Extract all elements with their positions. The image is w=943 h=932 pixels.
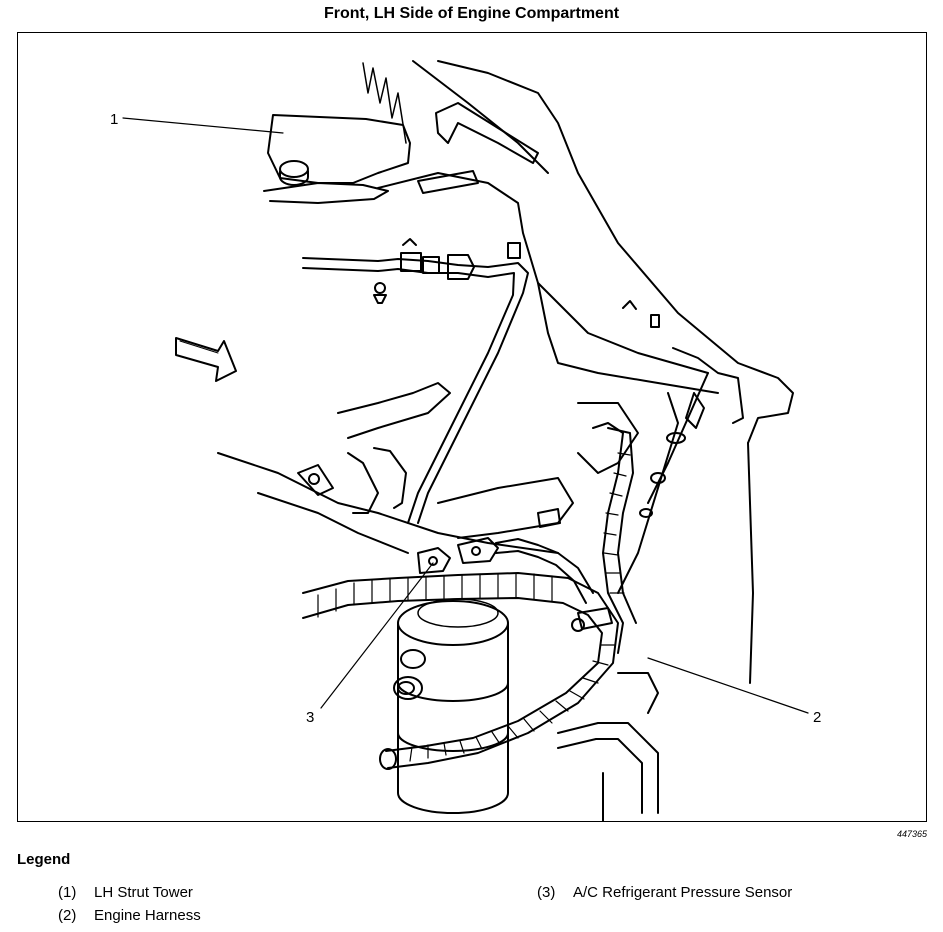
callout-3: 3 bbox=[306, 709, 314, 726]
legend-item: (3) A/C Refrigerant Pressure Sensor bbox=[537, 884, 792, 901]
engine-compartment-illustration: 1 2 3 bbox=[110, 60, 821, 821]
diagram-title: Front, LH Side of Engine Compartment bbox=[323, 5, 620, 22]
callout-1: 1 bbox=[110, 111, 118, 128]
fender-structure-drawing bbox=[377, 60, 794, 684]
legend-item-label: Engine Harness bbox=[94, 907, 201, 924]
legend-item: (1) LH Strut Tower bbox=[58, 884, 193, 901]
callout-2: 2 bbox=[813, 709, 821, 726]
figure-id: 447365 bbox=[896, 829, 927, 839]
legend-item-label: A/C Refrigerant Pressure Sensor bbox=[573, 884, 793, 901]
pressure-sensor-drawing bbox=[417, 537, 594, 604]
legend-heading: Legend bbox=[17, 851, 71, 868]
leader-line-2 bbox=[647, 657, 809, 714]
legend-item-number: (1) bbox=[58, 884, 77, 901]
legend-item-label: LH Strut Tower bbox=[94, 884, 193, 901]
ac-refrigerant-line-drawing bbox=[302, 238, 529, 524]
legend-item-number: (2) bbox=[58, 907, 77, 924]
forward-direction-arrow-icon bbox=[175, 337, 237, 382]
leader-line-1 bbox=[122, 117, 284, 134]
leader-lines bbox=[122, 117, 809, 714]
engine-harness-drawing bbox=[302, 422, 637, 770]
radiator-support-drawing bbox=[217, 382, 639, 554]
legend-item: (2) Engine Harness bbox=[58, 907, 201, 924]
illustration-frame: 1 2 3 bbox=[17, 32, 927, 822]
leader-line-3 bbox=[320, 562, 434, 709]
lower-pipes-drawing bbox=[557, 607, 659, 821]
accumulator-canister-drawing bbox=[393, 598, 509, 814]
legend-item-number: (3) bbox=[537, 884, 556, 901]
strut-tower-drawing bbox=[263, 62, 411, 204]
